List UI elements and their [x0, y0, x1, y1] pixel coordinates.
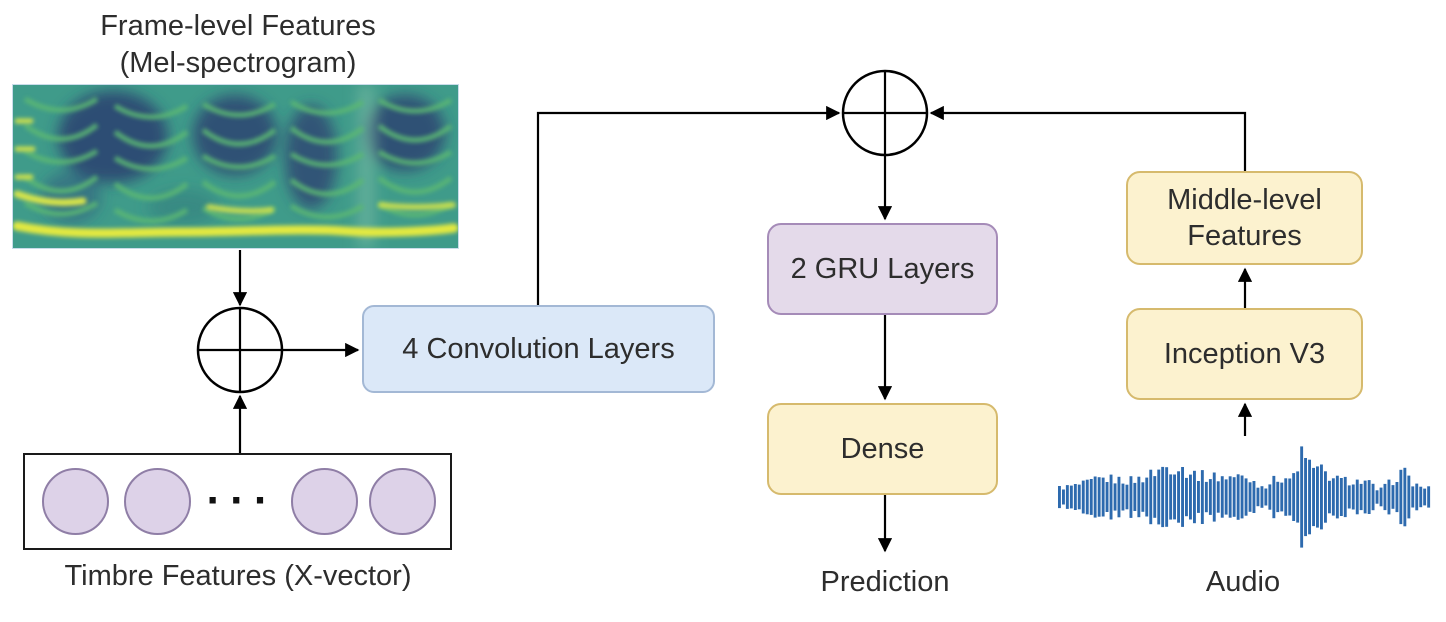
audio-label: Audio	[1205, 566, 1281, 598]
timbre-label: Timbre Features (X-vector)	[64, 560, 412, 592]
middle-level-line1: Middle-level	[1167, 184, 1322, 216]
frame-level-title-line2: (Mel-spectrogram)	[119, 47, 357, 79]
connector-conv-to-topsum	[536, 105, 841, 305]
mel-spectrogram-image	[12, 84, 459, 249]
sum-node-left-icon	[196, 306, 284, 394]
neuron-circle	[124, 468, 191, 535]
dense-box: Dense	[767, 403, 998, 495]
ellipsis-dots: ···	[206, 476, 278, 525]
spectrogram-bright-bands	[13, 118, 458, 238]
middle-level-features-box: Middle-level Features	[1126, 171, 1363, 265]
timbre-features-box: ···	[23, 453, 452, 550]
neuron-circle	[369, 468, 436, 535]
inception-v3-box: Inception V3	[1126, 308, 1363, 400]
frame-level-title-line1: Frame-level Features	[100, 10, 376, 42]
neuron-circle	[291, 468, 358, 535]
gru-layers-box: 2 GRU Layers	[767, 223, 998, 315]
middle-level-line2: Features	[1187, 220, 1302, 252]
audio-waveform-image	[1058, 446, 1431, 548]
neuron-circle	[42, 468, 109, 535]
conv-layers-box: 4 Convolution Layers	[362, 305, 715, 393]
sum-node-top-icon	[841, 69, 929, 157]
frame-level-title: Frame-level Features (Mel-spectrogram)	[12, 8, 464, 82]
prediction-label: Prediction	[820, 566, 950, 598]
connector-middle-to-topsum	[929, 105, 1247, 171]
